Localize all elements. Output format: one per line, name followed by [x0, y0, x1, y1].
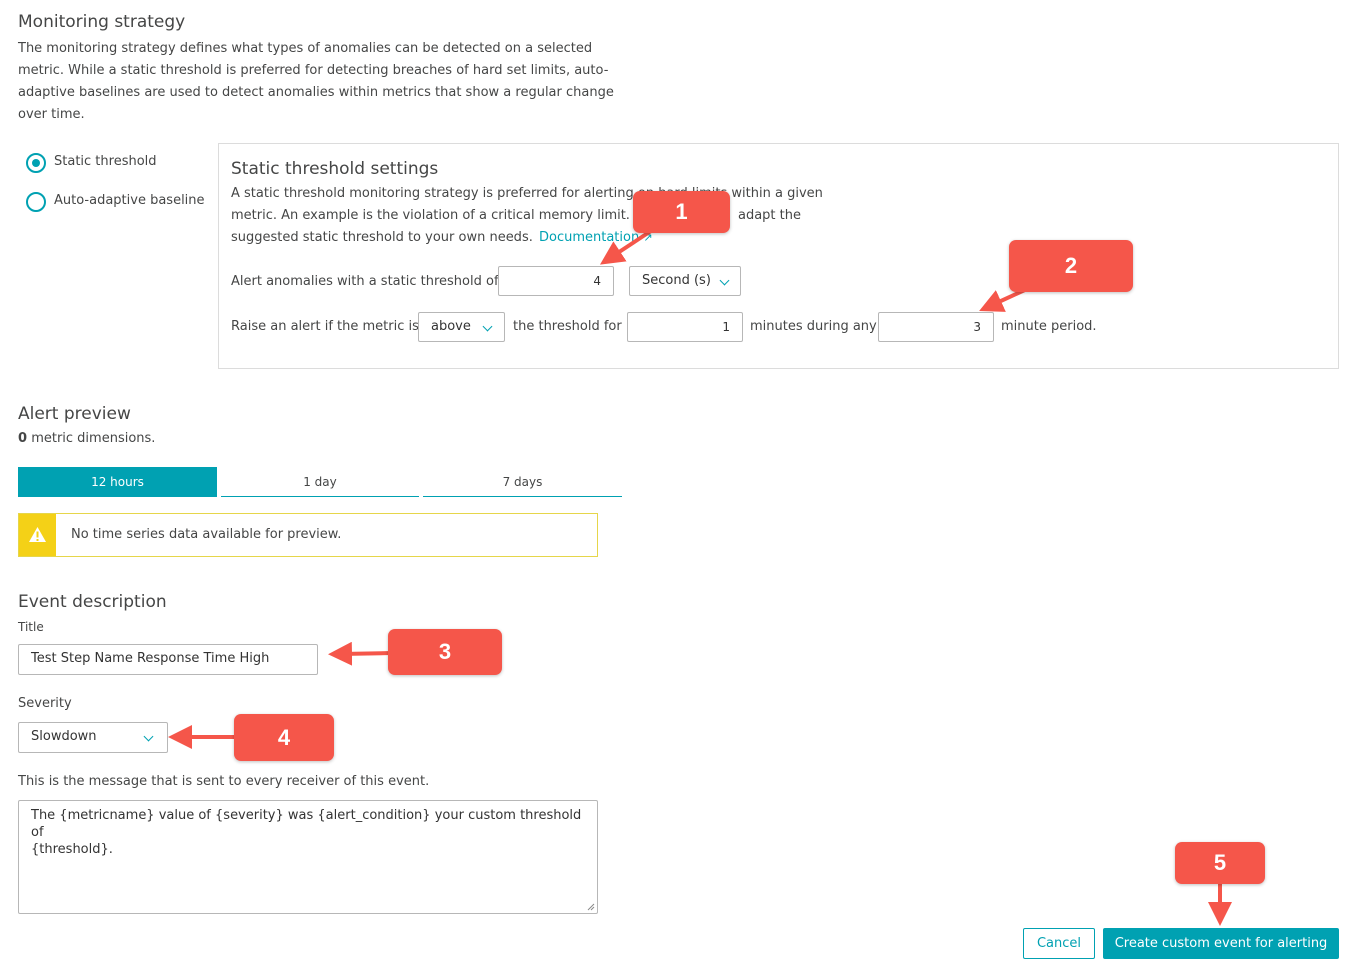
radio-selected-icon[interactable]: [26, 153, 46, 173]
threshold-for-label: the threshold for: [513, 319, 622, 334]
static-threshold-settings-panel: [218, 143, 1339, 369]
warning-message-box: No time series data available for previe…: [18, 513, 598, 557]
monitoring-desc-line: adaptive baselines are used to detect an…: [18, 85, 614, 100]
tab-12-hours[interactable]: 12 hours: [18, 467, 217, 497]
severity-select[interactable]: Slowdown: [18, 722, 168, 753]
settings-desc-line: A static threshold monitoring strategy i…: [231, 186, 823, 201]
tab-7-days[interactable]: 7 days: [423, 467, 622, 497]
message-line: The {metricname} value of {severity} was…: [31, 808, 582, 840]
unit-select[interactable]: Second (s): [629, 266, 741, 296]
metric-dimensions-count: 0: [18, 431, 28, 446]
settings-desc-line: metric. An example is the violation of a…: [231, 208, 659, 223]
minute-period-label: minute period.: [1001, 319, 1097, 334]
message-line: {threshold}.: [31, 842, 113, 857]
title-label: Title: [18, 620, 44, 634]
minutes-during-label: minutes during any: [750, 319, 877, 334]
condition-select[interactable]: above: [418, 312, 505, 342]
event-description-heading: Event description: [18, 592, 167, 612]
radio-auto-adaptive-label: Auto-adaptive baseline: [54, 193, 205, 208]
callout-4: 4: [234, 714, 334, 761]
condition-select-value: above: [431, 319, 471, 334]
threshold-label: Alert anomalies with a static threshold …: [231, 274, 499, 289]
callout-arrow-3: [328, 641, 393, 666]
warning-icon-container: [19, 514, 56, 556]
chevron-down-icon: [143, 731, 154, 742]
alert-preview-heading: Alert preview: [18, 404, 131, 424]
documentation-link[interactable]: Documentation: [538, 230, 640, 245]
callout-3: 3: [388, 629, 502, 675]
radio-unselected-icon[interactable]: [26, 192, 46, 212]
metric-dimensions-label: metric dimensions.: [31, 431, 156, 446]
message-textarea[interactable]: The {metricname} value of {severity} was…: [18, 800, 598, 914]
callout-2: 2: [1009, 240, 1133, 292]
period-input[interactable]: 3: [878, 312, 994, 342]
tab-1-day[interactable]: 1 day: [221, 467, 419, 497]
monitoring-strategy-heading: Monitoring strategy: [18, 12, 186, 32]
callout-5: 5: [1175, 842, 1265, 884]
warning-triangle-icon: [29, 527, 46, 542]
monitoring-desc-line: metric. While a static threshold is pref…: [18, 63, 609, 78]
warning-text: No time series data available for previe…: [71, 527, 342, 542]
title-input[interactable]: Test Step Name Response Time High: [18, 644, 318, 675]
settings-heading: Static threshold settings: [231, 159, 439, 179]
settings-desc-line-end: adapt the: [738, 208, 802, 223]
monitoring-desc-line: The monitoring strategy defines what typ…: [18, 41, 593, 56]
callout-1: 1: [633, 191, 730, 233]
monitoring-strategy-description: The monitoring strategy defines what typ…: [18, 38, 618, 126]
message-label: This is the message that is sent to ever…: [18, 774, 430, 789]
settings-desc-line: suggested static threshold to your own n…: [231, 227, 653, 249]
threshold-value-input[interactable]: 4: [498, 266, 614, 296]
radio-static-threshold-label: Static threshold: [54, 154, 157, 169]
resize-handle-icon[interactable]: [587, 903, 595, 911]
cancel-button[interactable]: Cancel: [1023, 928, 1095, 959]
chevron-down-icon: [719, 275, 730, 286]
settings-desc-text: suggested static threshold to your own n…: [231, 230, 533, 245]
metric-dimensions-text: 0 metric dimensions.: [18, 431, 155, 446]
severity-select-value: Slowdown: [31, 729, 97, 744]
create-custom-event-button[interactable]: Create custom event for alerting: [1103, 928, 1339, 959]
minutes-input[interactable]: 1: [627, 312, 743, 342]
radio-static-threshold[interactable]: Static threshold: [24, 151, 214, 173]
monitoring-desc-line: over time.: [18, 107, 85, 122]
radio-auto-adaptive-baseline[interactable]: Auto-adaptive baseline: [24, 190, 214, 212]
unit-select-value: Second (s): [642, 273, 711, 288]
chevron-down-icon: [482, 321, 493, 332]
severity-label: Severity: [18, 696, 72, 711]
raise-alert-label: Raise an alert if the metric is: [231, 319, 419, 334]
